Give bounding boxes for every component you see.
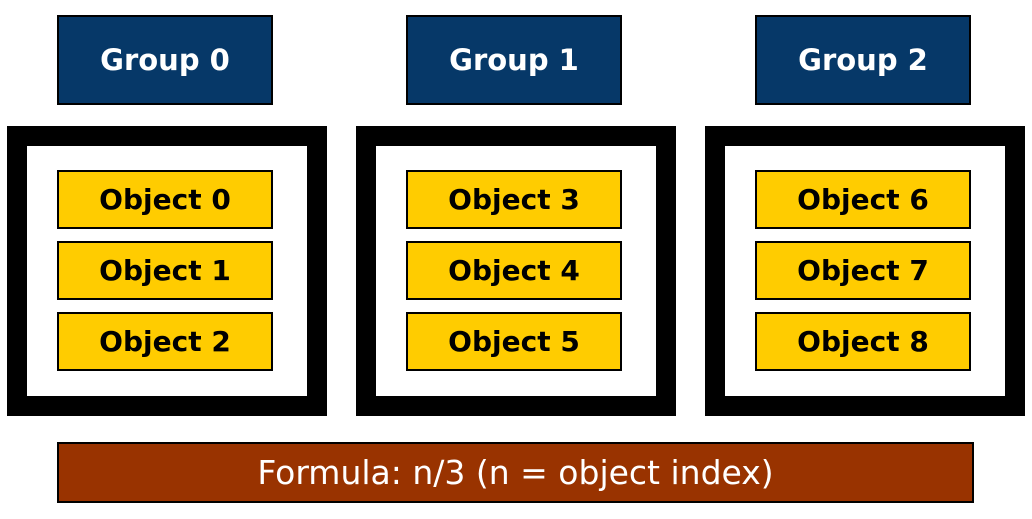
object-box: Object 1 xyxy=(57,241,273,300)
group-header-1: Group 1 xyxy=(406,15,622,105)
group-header-2: Group 2 xyxy=(755,15,971,105)
object-box: Object 0 xyxy=(57,170,273,229)
group-header-0: Group 0 xyxy=(57,15,273,105)
group-container-2: Object 6 Object 7 Object 8 xyxy=(705,126,1025,416)
object-box: Object 3 xyxy=(406,170,622,229)
object-box: Object 7 xyxy=(755,241,971,300)
object-box: Object 5 xyxy=(406,312,622,371)
object-box: Object 2 xyxy=(57,312,273,371)
object-box: Object 4 xyxy=(406,241,622,300)
group-container-1: Object 3 Object 4 Object 5 xyxy=(356,126,676,416)
group-container-0: Object 0 Object 1 Object 2 xyxy=(7,126,327,416)
formula-bar: Formula: n/3 (n = object index) xyxy=(57,442,974,503)
object-box: Object 6 xyxy=(755,170,971,229)
object-box: Object 8 xyxy=(755,312,971,371)
